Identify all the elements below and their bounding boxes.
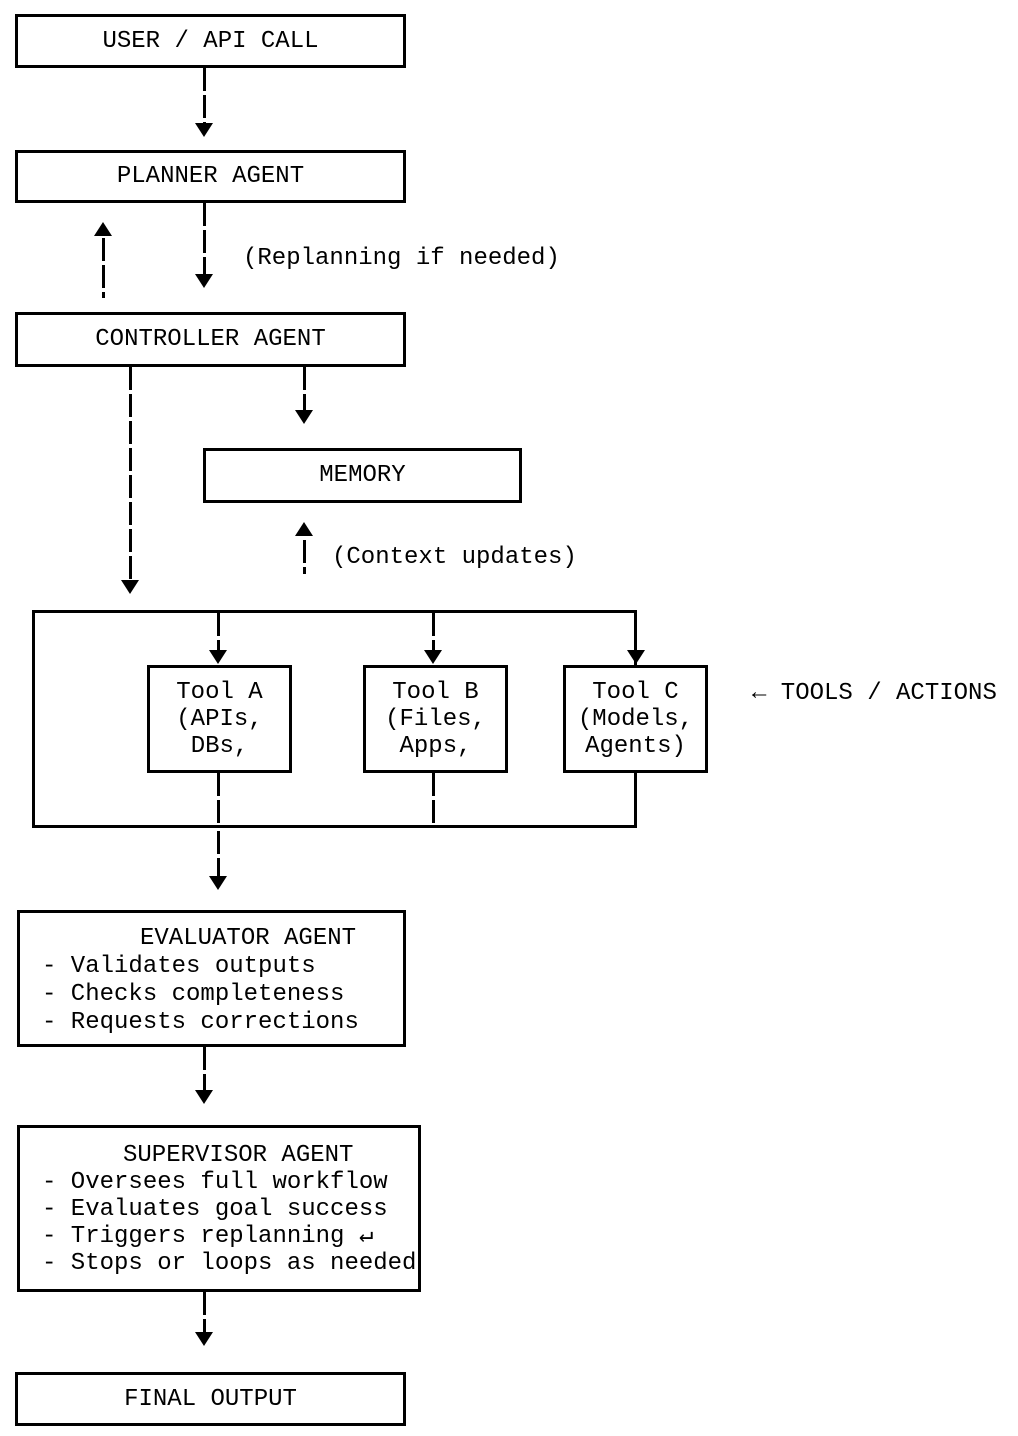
supervisor-bullet: - Triggers replanning ↵ <box>42 1223 374 1250</box>
supervisor-bullet: - Stops or loops as needed <box>42 1250 417 1277</box>
node-user-api-call-label: USER / API CALL <box>102 27 319 55</box>
arrowhead-down-icon <box>209 650 227 664</box>
tool-b-line: Tool B <box>392 679 479 706</box>
arrowhead-down-icon <box>627 650 645 664</box>
arrowhead-down-icon <box>295 410 313 424</box>
node-supervisor-agent-title: SUPERVISOR AGENT <box>123 1142 354 1169</box>
arrowhead-down-icon <box>195 123 213 137</box>
edge-evaluator-to-supervisor-line <box>203 1047 206 1090</box>
replanning-annotation: (Replanning if needed) <box>243 245 560 272</box>
node-memory: MEMORY <box>203 448 522 503</box>
node-controller-agent-label: CONTROLLER AGENT <box>95 326 326 353</box>
node-tool-b: Tool B (Files, Apps, <box>363 665 508 773</box>
edge-supervisor-to-final-line <box>203 1292 206 1332</box>
edge-tools-to-memory-line <box>303 540 306 574</box>
arrowhead-down-icon <box>209 876 227 890</box>
edge-tools-to-tool-a-line <box>217 613 220 650</box>
tool-b-line: (Files, <box>385 706 486 733</box>
edge-controller-to-tools-line <box>129 367 132 580</box>
tools-container-box <box>32 610 637 828</box>
arrowhead-down-icon <box>195 1332 213 1346</box>
tool-c-line: Agents) <box>585 733 686 760</box>
tool-a-line: DBs, <box>190 733 249 760</box>
tool-b-line: Apps, <box>399 733 472 760</box>
edge-tools-to-tool-b-line <box>432 613 435 650</box>
evaluator-bullet: - Validates outputs <box>42 953 316 980</box>
supervisor-bullet: - Oversees full workflow <box>42 1169 388 1196</box>
tool-a-line: Tool A <box>176 679 263 706</box>
edge-tool-a-return-line <box>217 773 220 827</box>
node-planner-agent: PLANNER AGENT <box>15 150 406 203</box>
node-final-output-label: FINAL OUTPUT <box>124 1385 297 1413</box>
tool-c-line: (Models, <box>577 706 694 733</box>
arrowhead-down-icon <box>195 1090 213 1104</box>
edge-tools-to-evaluator-line <box>217 831 220 876</box>
edge-tool-b-return-line <box>432 773 435 827</box>
node-tool-a: Tool A (APIs, DBs, <box>147 665 292 773</box>
arrowhead-up-icon <box>295 522 313 536</box>
evaluator-bullet: - Checks completeness <box>42 981 345 1008</box>
supervisor-bullet: - Evaluates goal success <box>42 1196 388 1223</box>
node-controller-agent: CONTROLLER AGENT <box>15 312 406 367</box>
edge-controller-to-planner-line <box>102 238 105 298</box>
node-evaluator-agent: EVALUATOR AGENT - Validates outputs - Ch… <box>17 910 406 1047</box>
edge-controller-to-memory-line <box>303 367 306 410</box>
arrowhead-down-icon <box>121 580 139 594</box>
arrowhead-down-icon <box>195 274 213 288</box>
node-supervisor-agent: SUPERVISOR AGENT - Oversees full workflo… <box>17 1125 421 1292</box>
tools-actions-annotation: ← TOOLS / ACTIONS <box>752 680 997 707</box>
tool-a-line: (APIs, <box>176 706 263 733</box>
edge-planner-to-controller-line <box>203 203 206 274</box>
node-memory-label: MEMORY <box>319 462 406 489</box>
node-final-output: FINAL OUTPUT <box>15 1372 406 1426</box>
arrowhead-down-icon <box>424 650 442 664</box>
evaluator-bullet: - Requests corrections <box>42 1009 359 1036</box>
node-tool-c: Tool C (Models, Agents) <box>563 665 708 773</box>
arrowhead-up-icon <box>94 222 112 236</box>
edge-user-to-planner-line <box>203 68 206 123</box>
tool-c-line: Tool C <box>592 679 679 706</box>
context-updates-annotation: (Context updates) <box>332 544 577 571</box>
node-evaluator-agent-title: EVALUATOR AGENT <box>140 925 357 952</box>
node-user-api-call: USER / API CALL <box>15 14 406 68</box>
node-planner-agent-label: PLANNER AGENT <box>116 163 305 190</box>
